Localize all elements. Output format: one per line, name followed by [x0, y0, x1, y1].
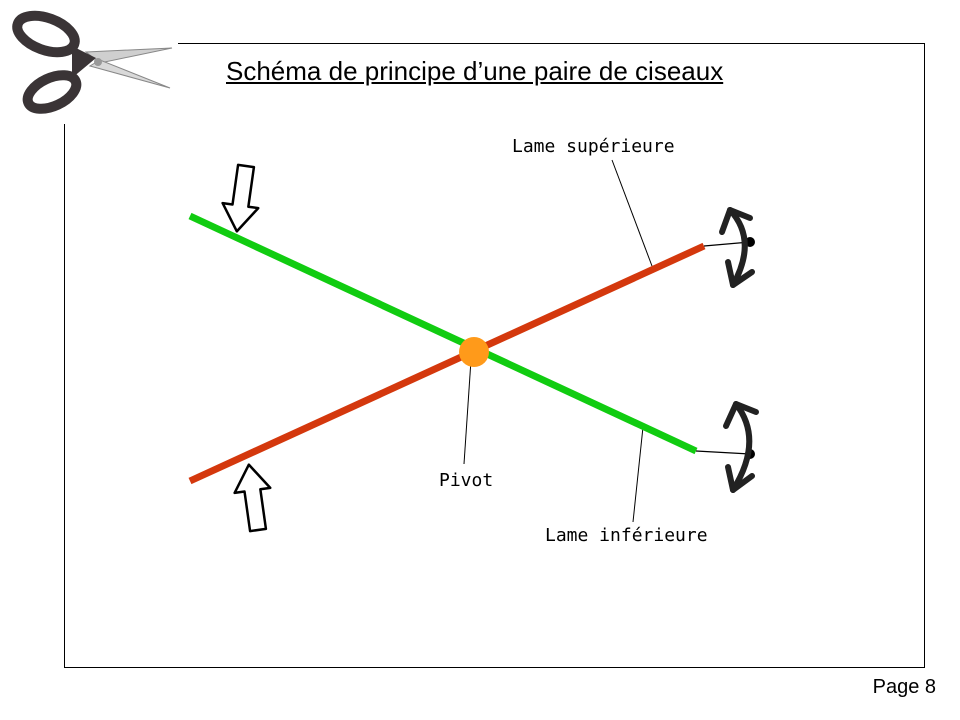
upper-blade-label: Lame supérieure [512, 136, 675, 157]
lower-blade [188, 212, 698, 455]
rotation-arrow-icon [719, 207, 755, 288]
upper-blade [188, 242, 706, 485]
pivot-point [459, 337, 489, 367]
diagram-frame [64, 43, 925, 668]
lower-tip-link [695, 450, 751, 455]
pivot-label: Pivot [439, 470, 494, 491]
lower-blade-pointer [632, 426, 644, 523]
scissors-icon [0, 0, 178, 124]
rotation-arrow-icon [723, 401, 759, 493]
page-title: Schéma de principe d’une paire de ciseau… [226, 56, 724, 86]
lower-blade-label: Lame inférieure [545, 525, 708, 546]
upper-blade-pointer [611, 159, 653, 267]
page-number: Page 8 [872, 676, 936, 698]
press-up-arrow-icon [233, 463, 272, 533]
press-down-arrow-icon [221, 163, 260, 233]
pivot-pointer [463, 359, 472, 465]
